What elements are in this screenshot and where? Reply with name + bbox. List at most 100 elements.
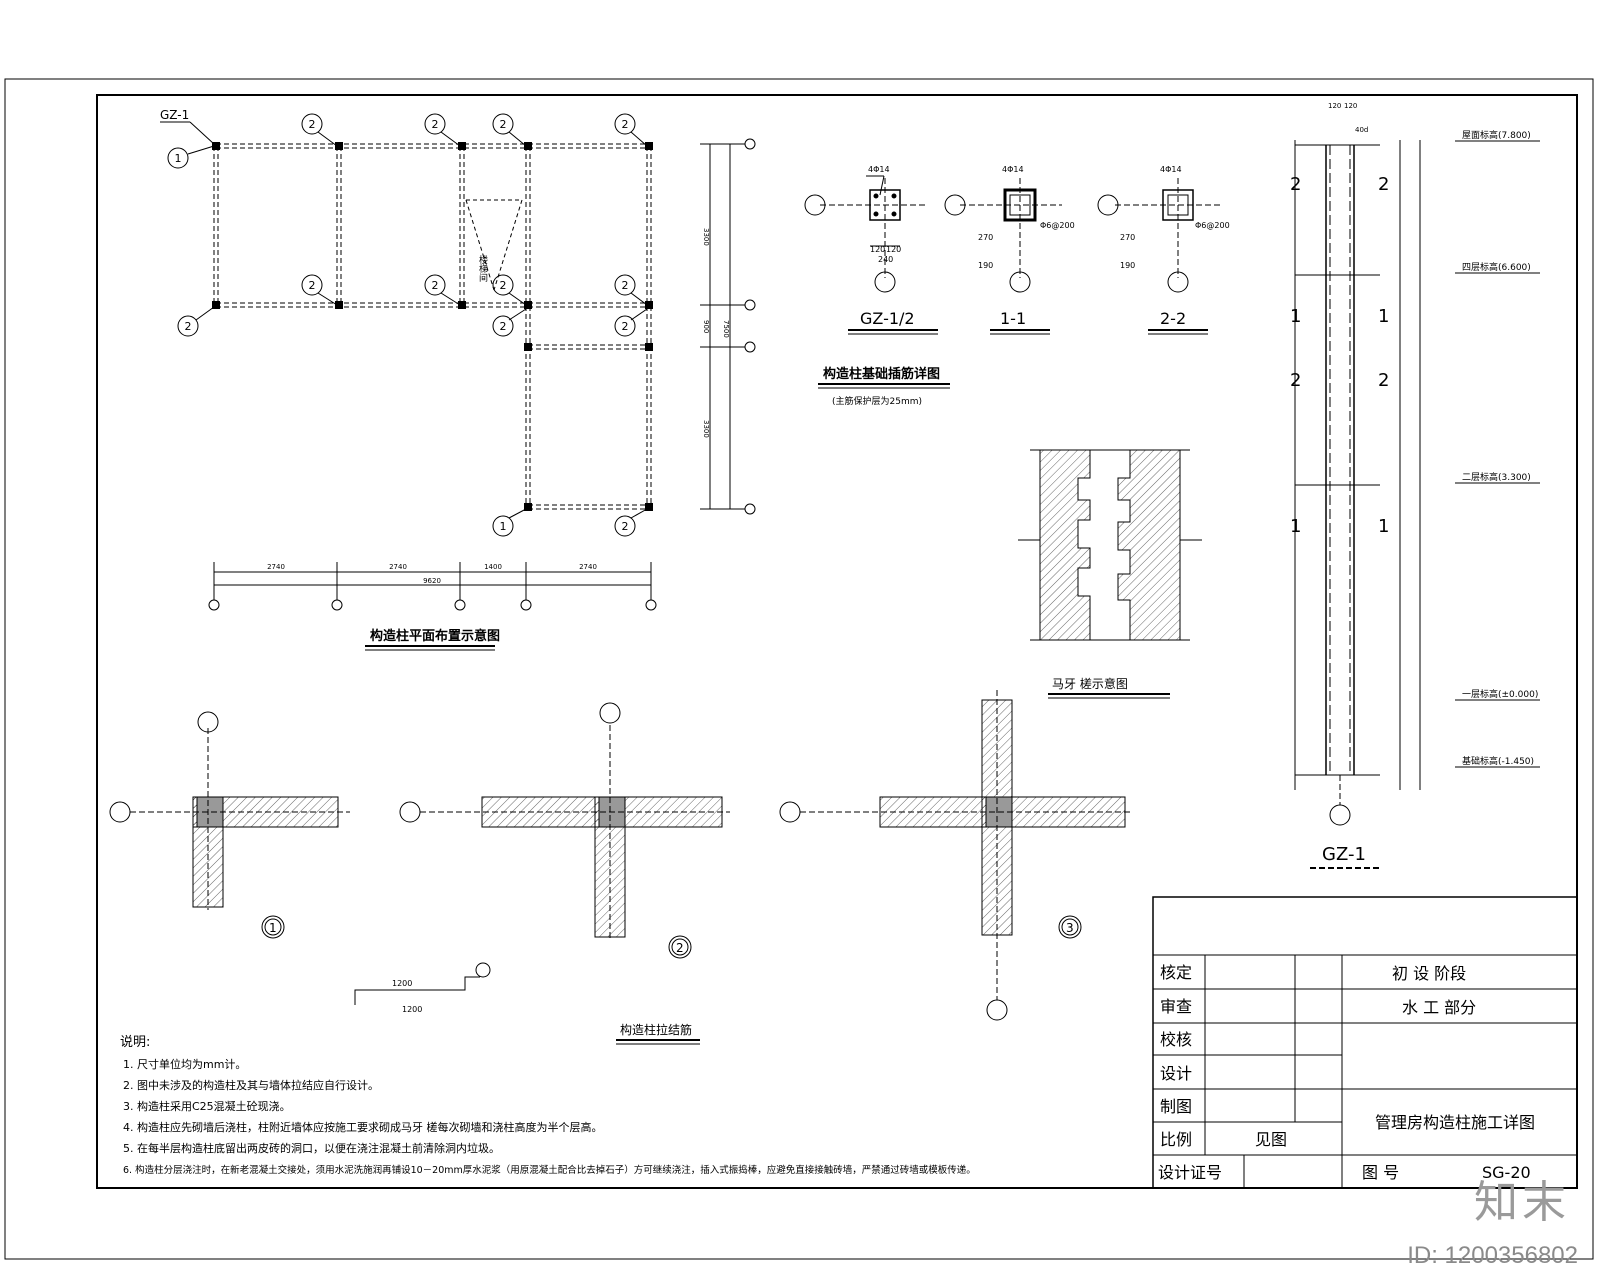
column-title: GZ-1 [1322,844,1366,865]
plan-gz-label: GZ-1 [160,108,189,122]
plan-dim-1: 2740 [267,563,285,571]
note-1: 1. 尺寸单位均为mm计。 [123,1057,246,1071]
lashin-detail-2: 2 [399,702,730,959]
svg-text:1200: 1200 [402,1005,422,1014]
section-2-2-label: 2-2 [1160,309,1186,328]
svg-text:3: 3 [1066,921,1074,935]
column-level-labels: 屋面标高(7.800) 四层标高(6.600) 二层标高(3.300) 一层标高… [1462,129,1538,767]
svg-text:2: 2 [185,320,192,333]
svg-text:2: 2 [1290,370,1301,391]
svg-text:2: 2 [622,320,629,333]
tb-drawing-name: 管理房构造柱施工详图 [1375,1113,1535,1132]
svg-text:190: 190 [978,261,993,270]
tb-row-hd: 核定 [1160,963,1192,982]
lashin-detail-1: 1 [109,711,350,939]
svg-text:1: 1 [1378,516,1389,537]
svg-text:2: 2 [500,279,507,292]
svg-text:40d: 40d [1355,126,1368,134]
lashin-detail-3: 3 [779,690,1130,1021]
svg-text:Φ6@200: Φ6@200 [1040,221,1075,230]
svg-text:2: 2 [676,941,684,955]
plan-title: 构造柱平面布置示意图 [370,628,500,644]
svg-text:四层标高(6.600): 四层标高(6.600) [1462,261,1531,273]
tb-dept: 水 工 部分 [1402,998,1476,1017]
svg-text:2: 2 [622,118,629,131]
sheet-outer-border [4,78,1594,1260]
lashin-title: 构造柱拉结筋 [620,1022,692,1037]
tb-row-zt: 制图 [1160,1097,1192,1116]
tb-stage: 初 设 阶段 [1392,964,1466,983]
plan-rdim-1: 3300 [702,228,710,246]
svg-text:1: 1 [1290,516,1301,537]
section-gz12-label: GZ-1/2 [860,309,915,328]
section-1-1: 4Φ14 Φ6@200 270 190 [944,165,1075,293]
notes-block: 说明: 1. 尺寸单位均为mm计。 2. 图中未涉及的构造柱及其与墙体拉结应自行… [120,1035,976,1176]
svg-text:基础标高(-1.450): 基础标高(-1.450) [1462,755,1534,767]
svg-text:120: 120 [1328,102,1341,110]
svg-text:120: 120 [886,245,901,254]
note-2: 2. 图中未涉及的构造柱及其与墙体拉结应自行设计。 [123,1078,379,1092]
svg-text:120: 120 [870,245,885,254]
lashin-bar: 1200 1200 [354,962,491,1014]
sections-title: 构造柱基础插筋详图 [823,366,940,382]
tb-row-jh: 校核 [1160,1030,1192,1049]
section-gz12: 4Φ14 120 120 240 [804,165,928,293]
svg-text:1: 1 [500,520,507,533]
svg-text:屋面标高(7.800): 屋面标高(7.800) [1462,129,1531,141]
stair-x [465,199,523,291]
section-1-1-label: 1-1 [1000,309,1026,328]
title-block-text: 核定 审查 校核 设计 制图 比例 设计证号 见图 初 设 阶段 水 工 部分 … [1158,963,1535,1182]
svg-text:270: 270 [978,233,993,242]
note-4: 4. 构造柱应先砌墙后浇柱，柱附近墙体应按施工要求砌成马牙 槎每次砌墙和浇柱高度… [123,1120,603,1134]
svg-text:2: 2 [1290,174,1301,195]
svg-text:4Φ14: 4Φ14 [868,165,890,174]
svg-text:2: 2 [500,118,507,131]
plan-dim-3: 1400 [484,563,502,571]
plan-bottom-dims: 2740 2740 1400 2740 9620 [208,562,657,611]
svg-text:一层标高(±0.000): 一层标高(±0.000) [1462,688,1538,700]
tb-row-sc: 审查 [1160,997,1192,1016]
svg-text:2: 2 [1378,370,1389,391]
note-5: 5. 在每半层构造柱底留出两皮砖的洞口，以便在浇注混凝土前清除洞内垃圾。 [123,1141,500,1155]
tb-row-zh: 设计证号 [1158,1163,1222,1182]
svg-text:1: 1 [175,152,182,165]
svg-text:2: 2 [309,118,316,131]
tb-row-bl: 比例 [1160,1130,1192,1149]
title-block [1152,896,1578,1189]
svg-text:1: 1 [1378,306,1389,327]
svg-text:1: 1 [1290,306,1301,327]
svg-text:2: 2 [309,279,316,292]
plan-dim-4: 2740 [579,563,597,571]
svg-text:240: 240 [878,255,893,264]
column-level-lines [1455,140,1540,768]
column-elevation [1294,140,1421,826]
svg-text:1200: 1200 [392,979,412,988]
sheet-inner-border [96,94,1578,1189]
svg-text:190: 190 [1120,261,1135,270]
svg-text:2: 2 [1378,174,1389,195]
svg-text:2: 2 [432,279,439,292]
plan-total-dim: 9620 [423,577,441,585]
plan-columns [212,142,653,511]
watermark-logo: 知末 [1474,1177,1570,1228]
svg-text:Φ6@200: Φ6@200 [1195,221,1230,230]
column-plan-layout [213,143,652,510]
svg-text:4Φ14: 4Φ14 [1002,165,1024,174]
svg-text:270: 270 [1120,233,1135,242]
plan-callouts: 1 2 2 2 2 2 2 2 2 2 2 2 1 2 [167,113,648,537]
svg-text:2: 2 [500,320,507,333]
note-6: 6. 构造柱分层浇注时，在新老混凝土交接处，须用水泥洗施润再铺设10－20mm厚… [123,1164,976,1176]
plan-right-dims: 3300 900 3300 7500 [700,138,756,515]
tb-no: SG-20 [1482,1163,1531,1182]
svg-text:2: 2 [432,118,439,131]
plan-rtotal: 7500 [722,320,730,338]
mayazi-title: 马牙 槎示意图 [1052,676,1128,691]
svg-text:2: 2 [622,279,629,292]
svg-text:120: 120 [1344,102,1357,110]
plan-rdim-3: 3300 [702,420,710,438]
plan-rdim-2: 900 [702,320,710,333]
sections-note: (主筋保护层为25mm) [832,395,922,407]
tb-no-label: 图 号 [1362,1163,1399,1182]
mayazi-detail [1018,449,1202,641]
